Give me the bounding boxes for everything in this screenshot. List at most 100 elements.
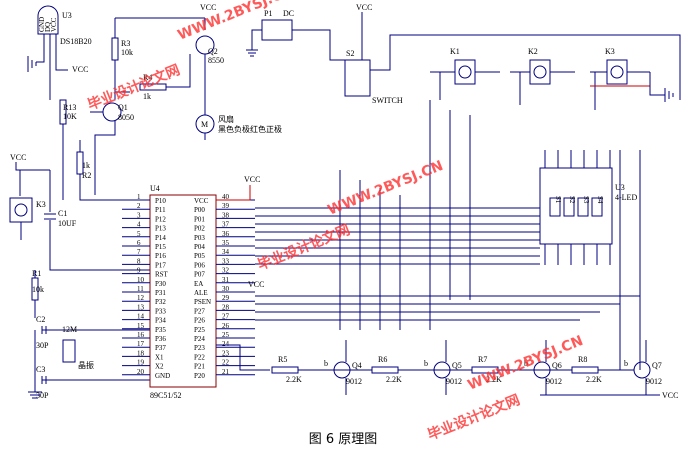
svg-text:U4: U4 bbox=[150, 184, 160, 193]
mcu-pin-number: 4 bbox=[137, 221, 141, 229]
svg-text:毕业设计论文网: 毕业设计论文网 bbox=[255, 221, 352, 273]
svg-text:b: b bbox=[424, 359, 428, 368]
mcu-pin-name: P00 bbox=[194, 206, 205, 214]
mcu-pin-number: 36 bbox=[222, 230, 230, 238]
svg-text:C3: C3 bbox=[36, 365, 45, 374]
svg-text:10UF: 10UF bbox=[58, 219, 77, 228]
svg-text:Q4: Q4 bbox=[352, 361, 362, 370]
mcu-pin-number: 32 bbox=[222, 267, 230, 275]
mcu-pin-name: P15 bbox=[155, 243, 166, 251]
mcu-pin-name: P03 bbox=[194, 234, 205, 242]
mcu-pin-name: RST bbox=[155, 271, 169, 279]
mcu-pin-name: P05 bbox=[194, 252, 205, 260]
svg-text:Q5: Q5 bbox=[452, 361, 462, 370]
svg-text:S3: S3 bbox=[582, 196, 590, 204]
driver-stage: R7 2.2K b Q6 9012 bbox=[432, 340, 562, 395]
svg-text:K2: K2 bbox=[528, 47, 538, 56]
mcu-pin-name: P20 bbox=[194, 372, 205, 380]
mcu-pin-number: 33 bbox=[222, 257, 230, 265]
driver-stage: R6 2.2K b Q5 9012 bbox=[332, 340, 462, 395]
mcu-pin-number: 10 bbox=[137, 276, 145, 284]
svg-text:2.2K: 2.2K bbox=[386, 375, 402, 384]
mcu-pin-number: 3 bbox=[137, 211, 141, 219]
svg-text:R6: R6 bbox=[378, 355, 387, 364]
svg-text:VCC: VCC bbox=[244, 175, 260, 184]
mcu-pin-name: P06 bbox=[194, 261, 205, 269]
mcu-pin-number: 20 bbox=[137, 368, 145, 376]
svg-text:K1: K1 bbox=[450, 47, 460, 56]
svg-text:9012: 9012 bbox=[546, 377, 562, 386]
mcu-pin-number: 16 bbox=[137, 331, 145, 339]
vcc-label: VCC bbox=[72, 65, 88, 74]
mcu-pin-number: 31 bbox=[222, 276, 230, 284]
mcu-pin-number: 26 bbox=[222, 322, 230, 330]
svg-text:b: b bbox=[624, 359, 628, 368]
mcu-pin-name: P12 bbox=[155, 215, 166, 223]
svg-text:黑色负极红色正极: 黑色负极红色正极 bbox=[218, 124, 282, 134]
reset-circuit: VCC K3 C1 10UF R1 10k bbox=[9, 153, 150, 318]
fan-driver: VCC R3 10k Q2 8550 R4 1k M 风扇 黑色负极红色正极 bbox=[111, 3, 282, 140]
mcu-pin-name: P04 bbox=[194, 243, 205, 251]
mcu-pin-name: EA bbox=[194, 280, 203, 288]
svg-text:8050: 8050 bbox=[118, 113, 134, 122]
svg-text:VCC: VCC bbox=[10, 153, 26, 162]
mcu-pin-number: 22 bbox=[222, 359, 230, 367]
figure-caption: 图 6 原理图 bbox=[308, 432, 378, 447]
mcu-pin-number: 1 bbox=[137, 193, 141, 201]
mcu-pin-number: 37 bbox=[222, 221, 230, 229]
svg-text:VCC: VCC bbox=[200, 3, 216, 12]
mcu-pin-name: P02 bbox=[194, 225, 205, 233]
svg-text:9012: 9012 bbox=[446, 377, 462, 386]
svg-text:S2: S2 bbox=[346, 49, 354, 58]
mcu-pin-name: VCC bbox=[194, 197, 209, 205]
resistor bbox=[571, 366, 599, 374]
svg-text:9012: 9012 bbox=[346, 377, 362, 386]
bus-lines bbox=[255, 100, 640, 330]
svg-text:Q6: Q6 bbox=[552, 361, 562, 370]
mcu-pin-name: P17 bbox=[155, 261, 166, 269]
resistor bbox=[371, 366, 399, 374]
svg-text:VCC: VCC bbox=[356, 3, 372, 12]
mcu-pin-number: 14 bbox=[137, 313, 145, 321]
svg-text:Q1: Q1 bbox=[118, 103, 128, 112]
svg-text:b: b bbox=[524, 359, 528, 368]
svg-text:R7: R7 bbox=[478, 355, 487, 364]
mcu-pin-number: 15 bbox=[137, 322, 145, 330]
svg-text:R3: R3 bbox=[121, 39, 130, 48]
mcu-pin-name: P27 bbox=[194, 307, 205, 315]
svg-text:R4: R4 bbox=[143, 73, 152, 82]
svg-text:VCC: VCC bbox=[662, 391, 678, 400]
mcu-pin-name: P26 bbox=[194, 317, 205, 325]
mcu-pin-name: P30 bbox=[155, 280, 166, 288]
svg-text:1k: 1k bbox=[82, 161, 90, 170]
mcu-pin-number: 5 bbox=[137, 230, 141, 238]
ds18b20-label: DS18B20 bbox=[60, 37, 92, 46]
mcu-pin-number: 9 bbox=[137, 267, 141, 275]
mcu-pin-name: P33 bbox=[155, 307, 166, 315]
mcu-pin-number: 24 bbox=[222, 340, 230, 348]
dc-jack: P1 DC bbox=[246, 9, 345, 61]
svg-text:WWW.2BYSJ.CN: WWW.2BYSJ.CN bbox=[326, 158, 446, 219]
svg-text:S4: S4 bbox=[596, 196, 604, 204]
mcu-pin-name: P10 bbox=[155, 197, 166, 205]
svg-text:DQ: DQ bbox=[44, 22, 52, 32]
mcu-pin-number: 18 bbox=[137, 349, 145, 357]
svg-text:VCC: VCC bbox=[50, 17, 58, 32]
svg-text:R8: R8 bbox=[578, 355, 587, 364]
mcu-pin-name: P34 bbox=[155, 317, 166, 325]
svg-text:2.2K: 2.2K bbox=[486, 375, 502, 384]
mcu-pin-name: P13 bbox=[155, 225, 166, 233]
svg-text:10K: 10K bbox=[63, 112, 77, 121]
mcu-pin-name: P21 bbox=[194, 363, 205, 371]
svg-text:S2: S2 bbox=[568, 196, 576, 204]
svg-text:SWITCH: SWITCH bbox=[372, 96, 403, 105]
mcu-pin-name: P37 bbox=[155, 344, 166, 352]
mcu-pin-number: 27 bbox=[222, 313, 230, 321]
mcu-pin-name: P16 bbox=[155, 252, 166, 260]
mcu-pin-name: X2 bbox=[155, 363, 164, 371]
ds18b20-sensor: GND DQ VCC U3 DS18B20 VCC bbox=[27, 5, 92, 100]
svg-text:1k: 1k bbox=[143, 92, 151, 101]
svg-text:12M: 12M bbox=[62, 325, 77, 334]
